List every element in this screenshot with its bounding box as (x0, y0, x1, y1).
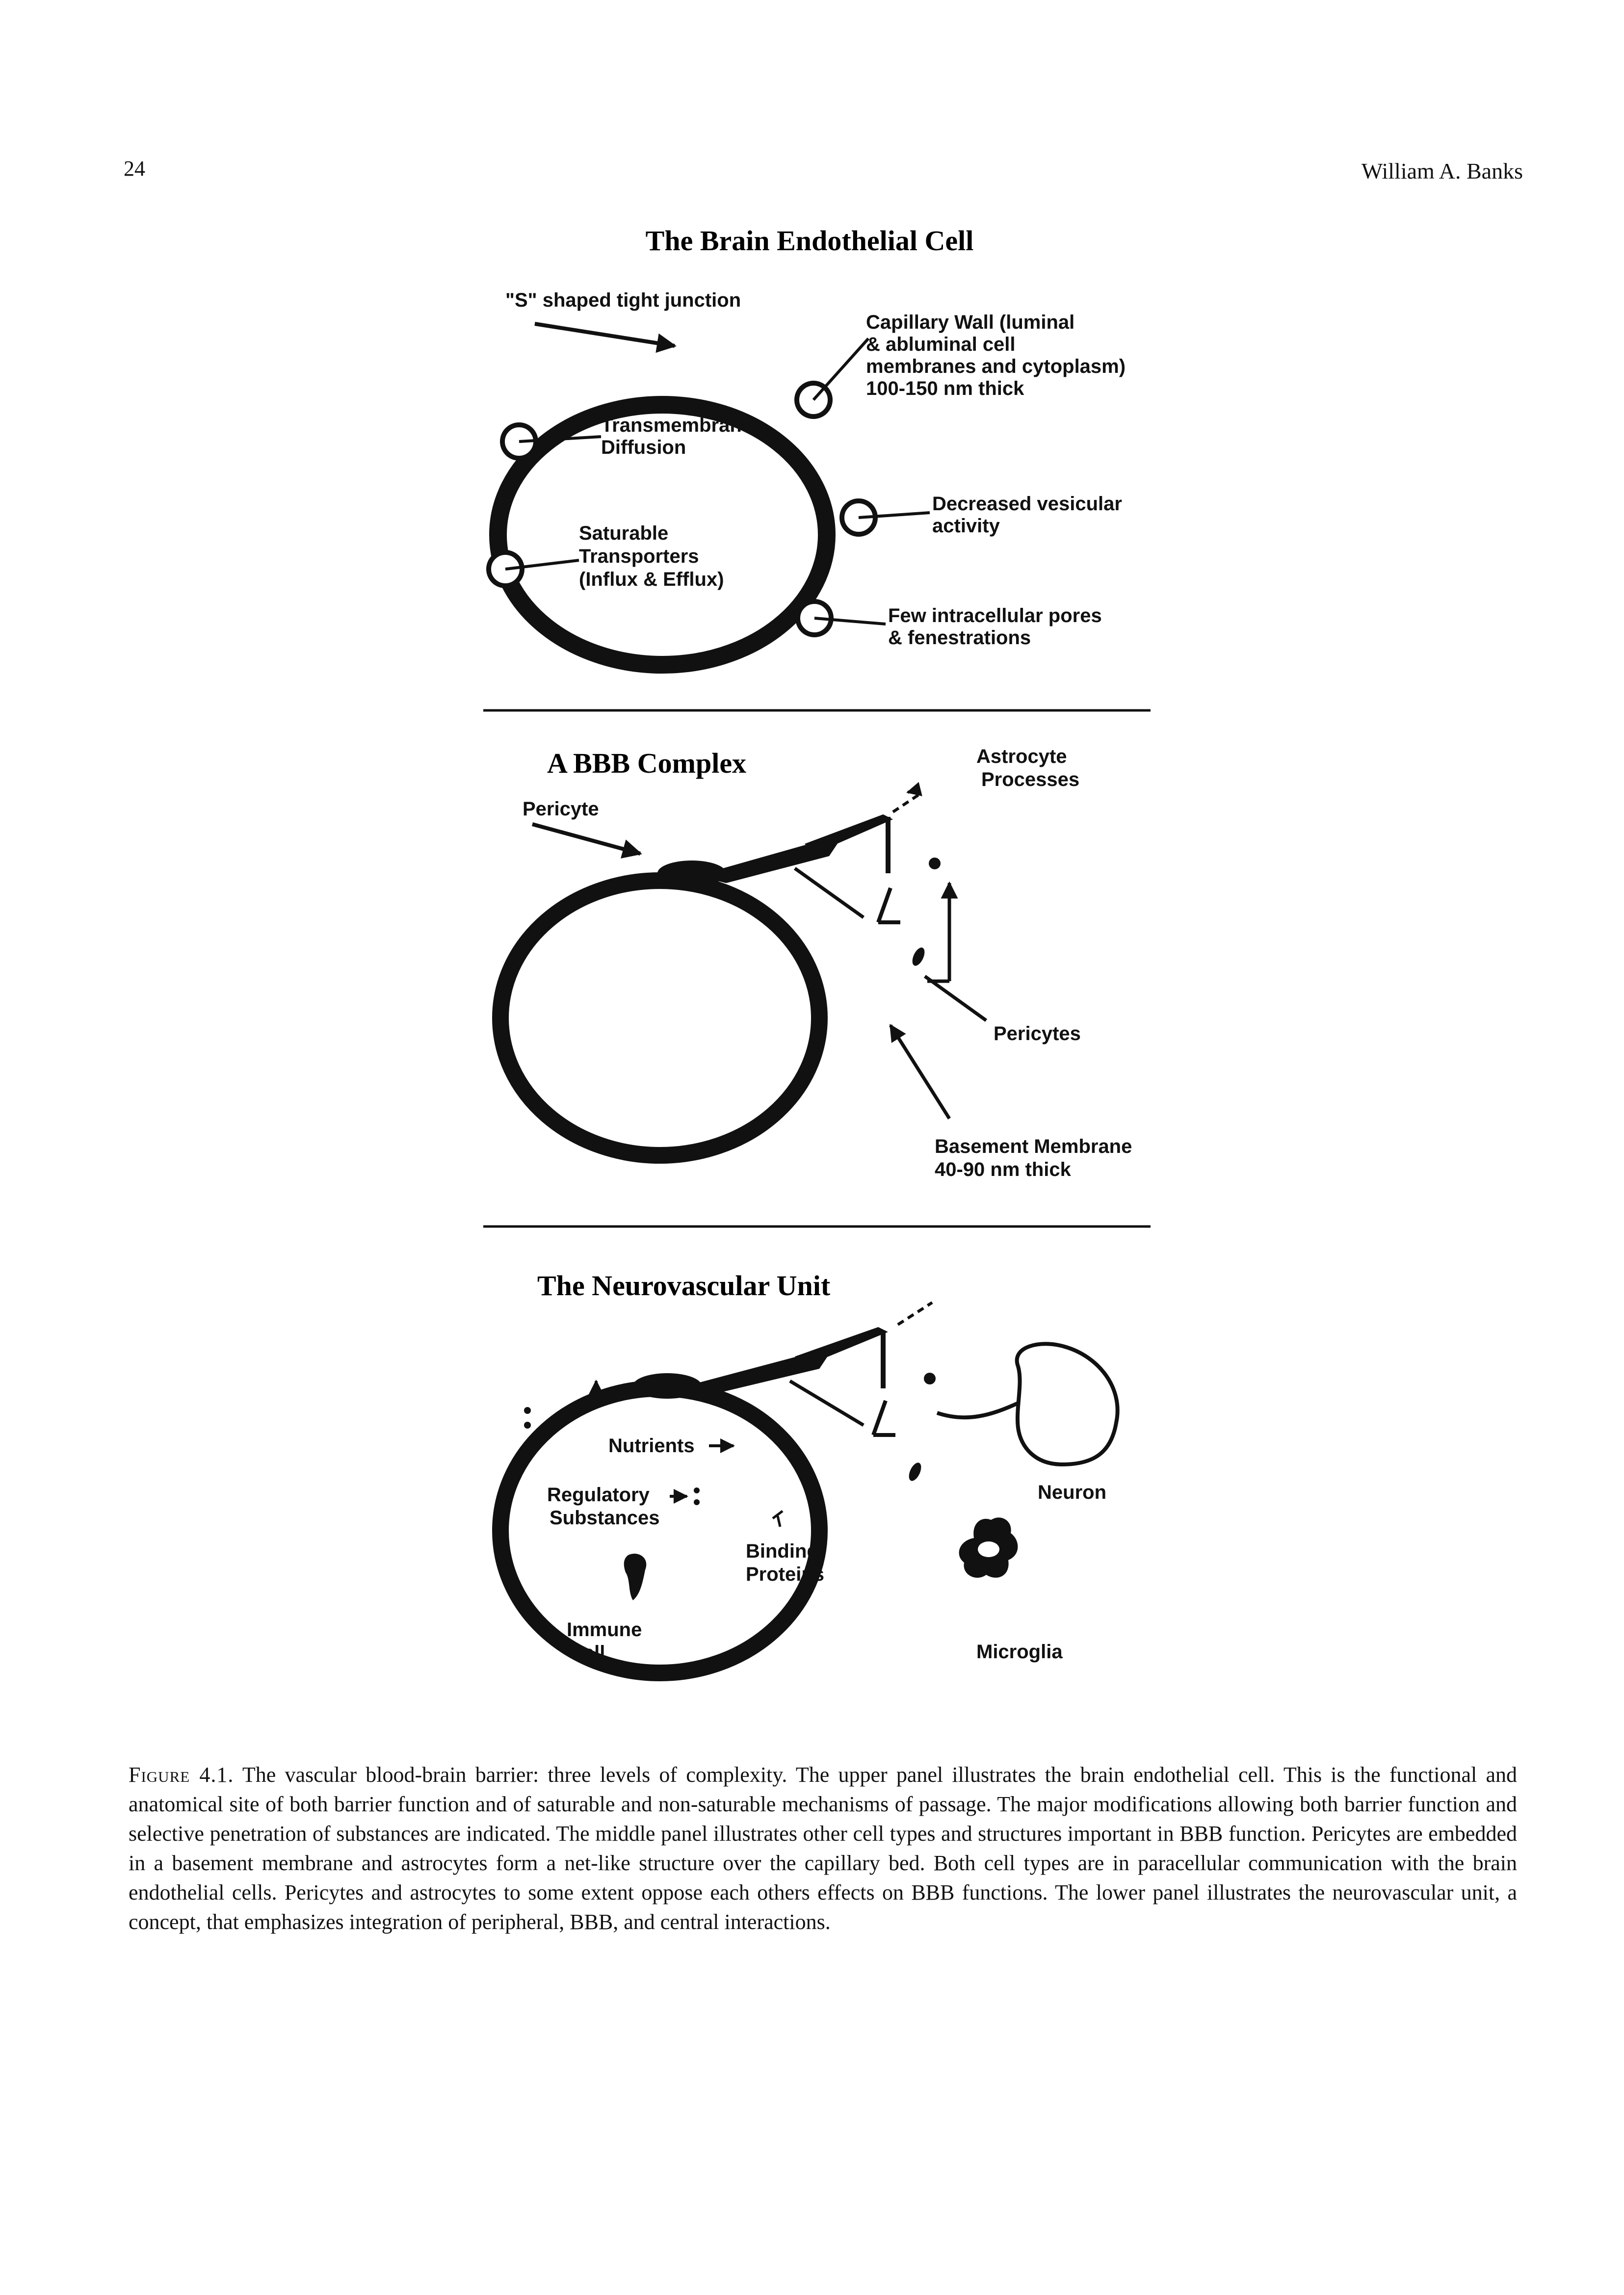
label-saturable-transporters: Saturable (579, 522, 668, 544)
binding-protein-icon (772, 1510, 784, 1527)
figure-bbb-diagram: The Brain Endothelial Cell "S" shaped ti… (483, 225, 1151, 1681)
panel1-title: The Brain Endothelial Cell (646, 225, 974, 257)
pointer-arrow (534, 322, 677, 353)
label-tight-junction: "S" shaped tight junction (505, 289, 741, 311)
label-nutrients: Nutrients (608, 1435, 695, 1457)
particle-dot (694, 1487, 700, 1493)
astrocyte-process (897, 1301, 933, 1326)
label-pericyte: Pericyte (523, 798, 599, 820)
panel3-title: The Neurovascular Unit (537, 1270, 831, 1302)
label-astrocyte-processes: Processes (981, 769, 1079, 790)
label-immune-cell: Cell (569, 1642, 605, 1664)
pericyte-body (657, 861, 726, 886)
astrocyte-endfoot (677, 1347, 834, 1396)
pointer-arrow (906, 782, 922, 797)
astrocyte-process (892, 791, 923, 813)
particle-dot (929, 858, 941, 869)
pointer-line (858, 511, 930, 519)
pointer-arrow (531, 822, 642, 859)
pointer-arrow (889, 1024, 951, 1120)
pointer-line (789, 1379, 864, 1427)
label-binding-proteins: Proteins (746, 1564, 824, 1585)
running-head-author: William A. Banks (1361, 158, 1523, 183)
particle-dot (694, 1499, 700, 1505)
label-basement-membrane: Basement Membrane (935, 1136, 1132, 1157)
label-capillary-wall: Capillary Wall (luminal (866, 312, 1074, 333)
pointer-line (923, 975, 988, 1022)
label-pores: Few intracellular pores (888, 605, 1102, 626)
pointer-line (519, 435, 602, 443)
label-capillary-wall: 100-150 nm thick (866, 378, 1024, 399)
microglia-nucleus (978, 1541, 999, 1557)
panel-neurovascular-unit: The Neurovascular Unit Nutrients Regulat… (492, 1270, 1120, 1681)
label-vesicular-activity: activity (932, 515, 1000, 537)
neuron-axon (936, 1401, 1019, 1420)
astrocyte-process (795, 1327, 888, 1366)
figure-caption: Figure 4.1. The vascular blood-brain bar… (129, 1760, 1517, 1937)
panel2-title: A BBB Complex (547, 747, 746, 779)
pointer-line (505, 559, 579, 571)
label-basement-membrane: 40-90 nm thick (935, 1159, 1072, 1180)
panel-endothelial-cell: The Brain Endothelial Cell "S" shaped ti… (486, 225, 1126, 674)
label-regulatory-substances: Substances (550, 1507, 660, 1529)
particle-dot (924, 1373, 936, 1384)
endothelial-cell-ring (489, 396, 836, 674)
squiggle-mark (871, 1400, 895, 1437)
particle-dot (912, 947, 925, 966)
astrocyte-process (805, 814, 893, 854)
page-number: 24 (124, 156, 145, 181)
figure-caption-label: Figure 4.1. (129, 1763, 234, 1787)
label-microglia: Microglia (976, 1641, 1063, 1663)
label-saturable-transporters: Transporters (579, 546, 699, 567)
immune-cell (624, 1553, 647, 1600)
label-capillary-wall: membranes and cytoplasm) (866, 356, 1126, 377)
capillary-ring (492, 872, 828, 1164)
particle-dot (524, 1407, 531, 1414)
particle-dot (909, 1462, 921, 1481)
pericyte-body (633, 1373, 702, 1399)
label-pores: & fenestrations (888, 627, 1031, 649)
panel-bbb-complex: A BBB Complex Pericyte Astrocyte Process… (492, 746, 1132, 1180)
squiggle-mark (876, 887, 900, 924)
figure-caption-text: The vascular blood-brain barrier: three … (129, 1763, 1517, 1934)
label-transmembrane: Diffusion (601, 437, 686, 458)
label-transmembrane: Transmembrane (601, 415, 753, 436)
capillary-ring (492, 1380, 828, 1681)
label-saturable-transporters: (Influx & Efflux) (579, 569, 724, 590)
label-regulatory-substances: Regulatory (547, 1484, 650, 1506)
neuron-cell (1015, 1342, 1120, 1467)
label-neuron: Neuron (1038, 1482, 1106, 1503)
label-astrocyte-processes: Astrocyte (976, 746, 1067, 767)
label-vesicular-activity: Decreased vesicular (932, 493, 1122, 515)
label-pericytes: Pericytes (994, 1023, 1081, 1044)
label-capillary-wall: & abluminal cell (866, 334, 1016, 355)
pointer-line (814, 617, 886, 626)
pointer-line (812, 337, 870, 401)
particle-dot (524, 1422, 531, 1429)
label-immune-cell: Immune (567, 1619, 642, 1641)
label-binding-proteins: Binding (746, 1540, 819, 1562)
pointer-line (793, 867, 865, 919)
